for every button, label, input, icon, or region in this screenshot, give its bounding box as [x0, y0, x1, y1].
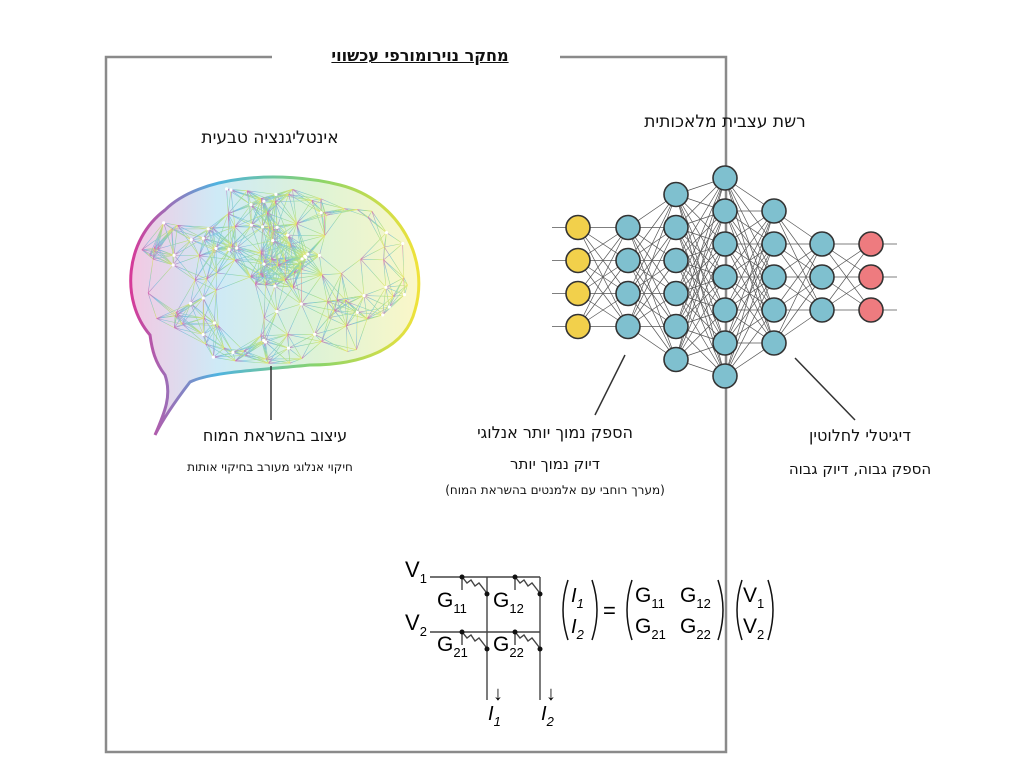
i2-label: I2: [541, 703, 555, 729]
i1-label: I1: [488, 703, 501, 729]
fully-digital-label: דיגיטלי לחלוטין: [809, 426, 911, 445]
matrix-v2: V2: [743, 615, 764, 642]
nn-node-layer2-3: [663, 280, 689, 307]
nn-node-layer2-0: [663, 181, 689, 208]
nn-node-layer2-5: [663, 346, 689, 373]
analog-lower-power-label: הספק נמוך יותר אנלוגי: [477, 423, 633, 442]
matrix-g21: G21: [635, 615, 666, 642]
brain-inspired-label: עיצוב בהשראת המוח: [202, 426, 348, 445]
nn-node-layer3-1: [712, 198, 738, 224]
g12-label: G12: [493, 589, 524, 616]
nn-node-layer3-2: [712, 231, 738, 257]
natural-intelligence-title: אינטליגנציה טבעית: [201, 128, 339, 148]
matrix-g11: G11: [635, 584, 665, 611]
ann-title: רשת עצבית מלאכותית: [644, 112, 806, 132]
nn-node-layer5-0: [809, 231, 835, 257]
brain-network-illustration: [129, 175, 421, 436]
matrix-g22: G22: [680, 615, 711, 642]
high-power-high-precision-label: הספק גבוה, דיוק גבוה: [788, 460, 932, 478]
matrix-i2: I2: [571, 616, 585, 642]
nn-node-layer2-1: [663, 214, 689, 241]
g21-label: G21: [437, 633, 468, 660]
arrow-i1-icon: ↓: [493, 683, 503, 705]
arrow-i2-icon: ↓: [546, 683, 556, 705]
nn-node-layer0-3: [565, 313, 591, 340]
nn-node-layer3-3: [712, 264, 738, 290]
matrix-i1: I1: [571, 585, 584, 611]
nn-node-layer6-1: [858, 264, 884, 290]
nn-node-layer4-1: [761, 231, 787, 257]
nn-node-layer6-0: [858, 231, 884, 257]
nn-node-layer1-2: [615, 280, 641, 307]
nn-node-layer2-2: [663, 247, 689, 274]
nn-node-layer5-1: [809, 264, 835, 290]
matrix-v1: V1: [743, 584, 764, 611]
nn-node-layer0-1: [565, 247, 591, 274]
nn-node-layer4-3: [761, 297, 787, 323]
lower-precision-label: דיוק נמוך יותר: [510, 455, 600, 473]
nn-node-layer6-2: [858, 297, 884, 323]
nn-node-layer0-0: [565, 214, 591, 241]
v1-label: V1: [405, 557, 427, 586]
g11-label: G11: [437, 589, 467, 616]
nn-node-layer3-4: [712, 297, 738, 323]
nn-node-layer1-0: [615, 214, 641, 241]
g22-label: G22: [493, 633, 524, 660]
nn-node-layer5-2: [809, 297, 835, 323]
nn-node-layer4-2: [761, 264, 787, 290]
nn-node-layer0-2: [565, 280, 591, 307]
v2-label: V2: [405, 610, 427, 639]
nn-node-layer3-0: [712, 165, 738, 191]
crossbar-array-note: (מערך רוחבי עם אלמנטים בהשראת המוח): [445, 483, 665, 497]
nn-node-layer1-1: [615, 247, 641, 274]
nn-node-layer2-4: [663, 313, 689, 340]
nn-node-layer4-4: [761, 330, 787, 356]
nn-node-layer3-6: [712, 363, 738, 389]
equals-sign: =: [603, 598, 616, 623]
brain-inspired-subtitle: חיקוי אנלוגי מעורב בחיקוי אותות: [187, 460, 353, 474]
frame-title: מחקר נוירומורפי עכשווי: [300, 46, 540, 65]
nn-node-layer3-5: [712, 330, 738, 356]
matrix-g12: G12: [680, 584, 711, 611]
nn-node-layer1-3: [615, 313, 641, 340]
nn-node-layer4-0: [761, 198, 787, 224]
